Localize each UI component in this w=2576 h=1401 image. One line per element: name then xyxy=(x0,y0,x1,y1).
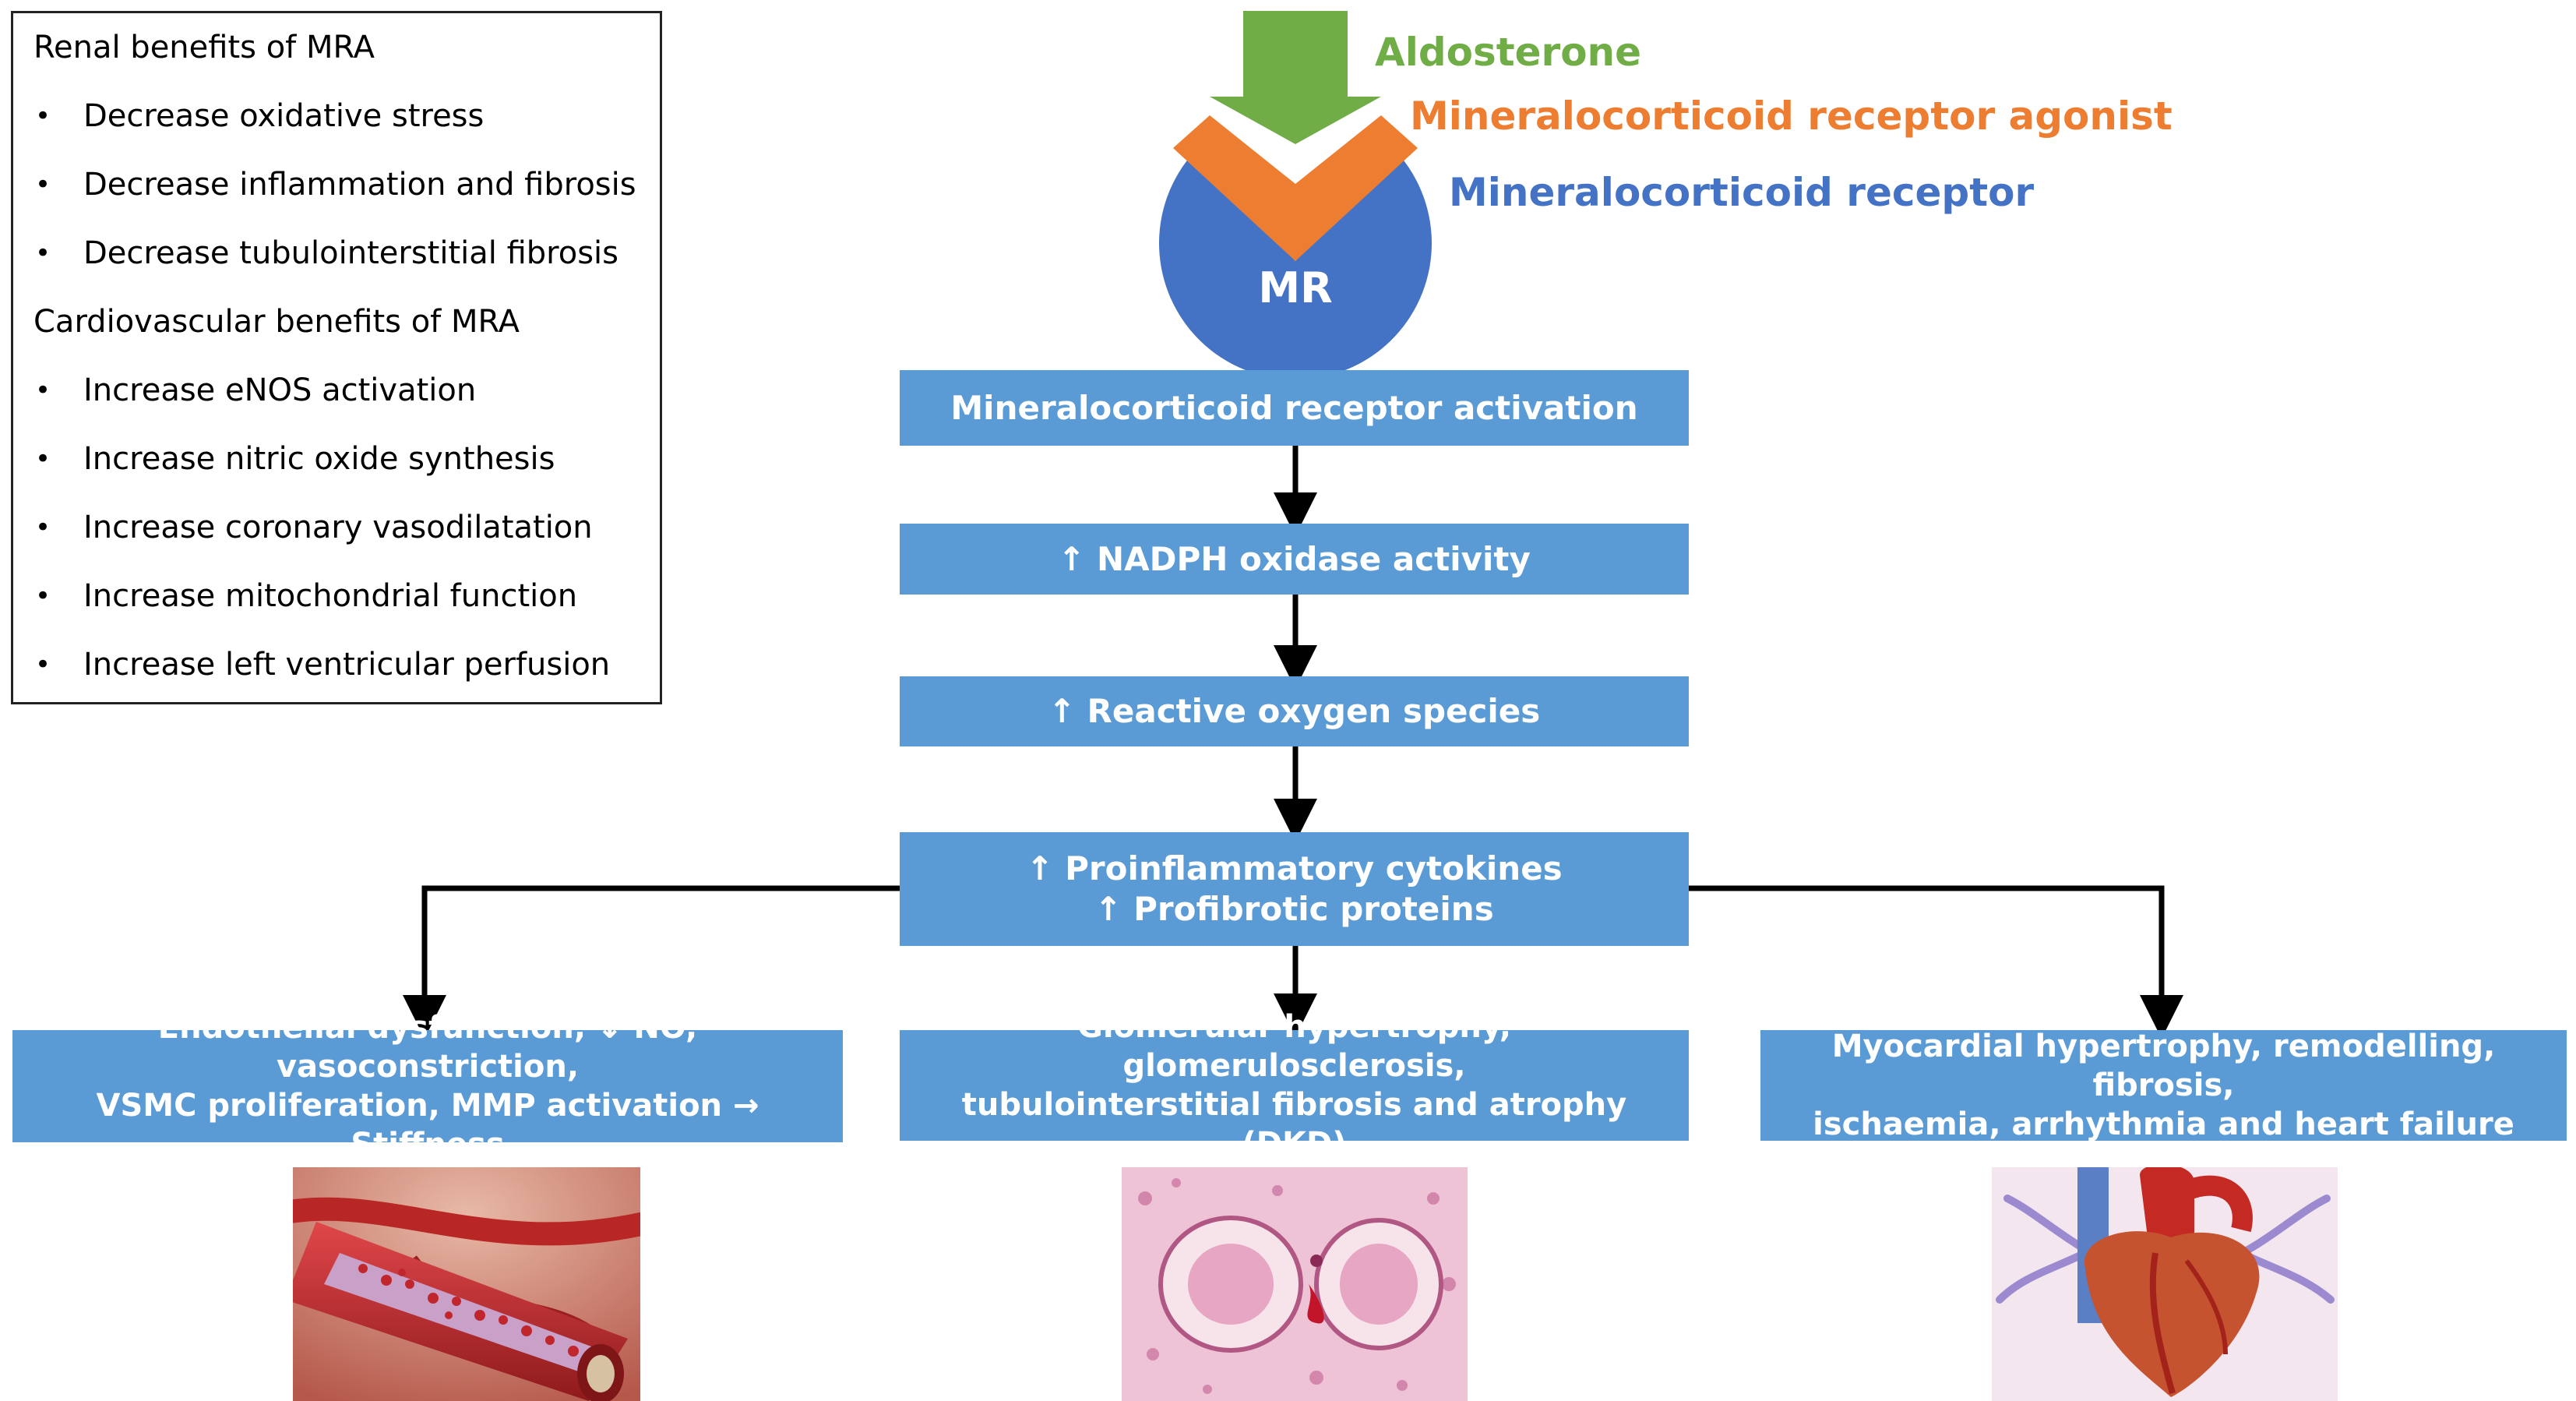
bullet: • xyxy=(35,375,51,406)
bullet: • xyxy=(35,581,51,612)
ros-box: ↑ Reactive oxygen species xyxy=(900,676,1689,746)
cardiovascular-benefits-heading: Cardiovascular benefits of MRA xyxy=(33,304,520,340)
renal-outcome-box: Glomerular hypertrophy, glomeruloscleros… xyxy=(900,1009,1689,1162)
receptor-shape xyxy=(1158,152,1432,380)
bullet: • xyxy=(35,238,51,269)
kidney-histology-image xyxy=(1122,1167,1468,1401)
heart-image xyxy=(1992,1167,2338,1401)
agonist-chevron xyxy=(1173,115,1418,261)
bullet: • xyxy=(35,101,51,132)
renal-benefits-heading: Renal benefits of MRA xyxy=(33,30,375,65)
blood-vessel-image xyxy=(293,1167,640,1401)
mr-label: MR xyxy=(1258,263,1333,312)
receptor-label: Mineralocorticoid receptor xyxy=(1449,170,2035,215)
agonist-label: Mineralocorticoid receptor agonist xyxy=(1410,94,2173,139)
benefits-box: Renal benefits of MRA • Decrease oxidati… xyxy=(11,11,662,704)
aldosterone-arrow xyxy=(1210,11,1381,144)
cardiac-outcome-box: Myocardial hypertrophy, remodelling, fib… xyxy=(1760,1029,2567,1142)
nadph-box: ↑ NADPH oxidase activity xyxy=(900,524,1689,595)
bullet: • xyxy=(35,649,51,680)
vascular-outcome-box: Endothelial dysfunction, ↓ NO, vasoconst… xyxy=(12,1010,843,1163)
bullet: • xyxy=(35,512,51,543)
bullet: • xyxy=(35,443,51,475)
aldosterone-label: Aldosterone xyxy=(1375,30,1642,75)
activation-box: Mineralocorticoid receptor activation xyxy=(900,370,1689,446)
cytokines-box: ↑ Proinflammatory cytokines ↑ Profibroti… xyxy=(900,832,1689,946)
arrow-cytokines-to-vascular xyxy=(403,885,900,1039)
arrow-cytokines-to-cardiac xyxy=(1689,885,2183,1039)
bullet: • xyxy=(35,169,51,200)
